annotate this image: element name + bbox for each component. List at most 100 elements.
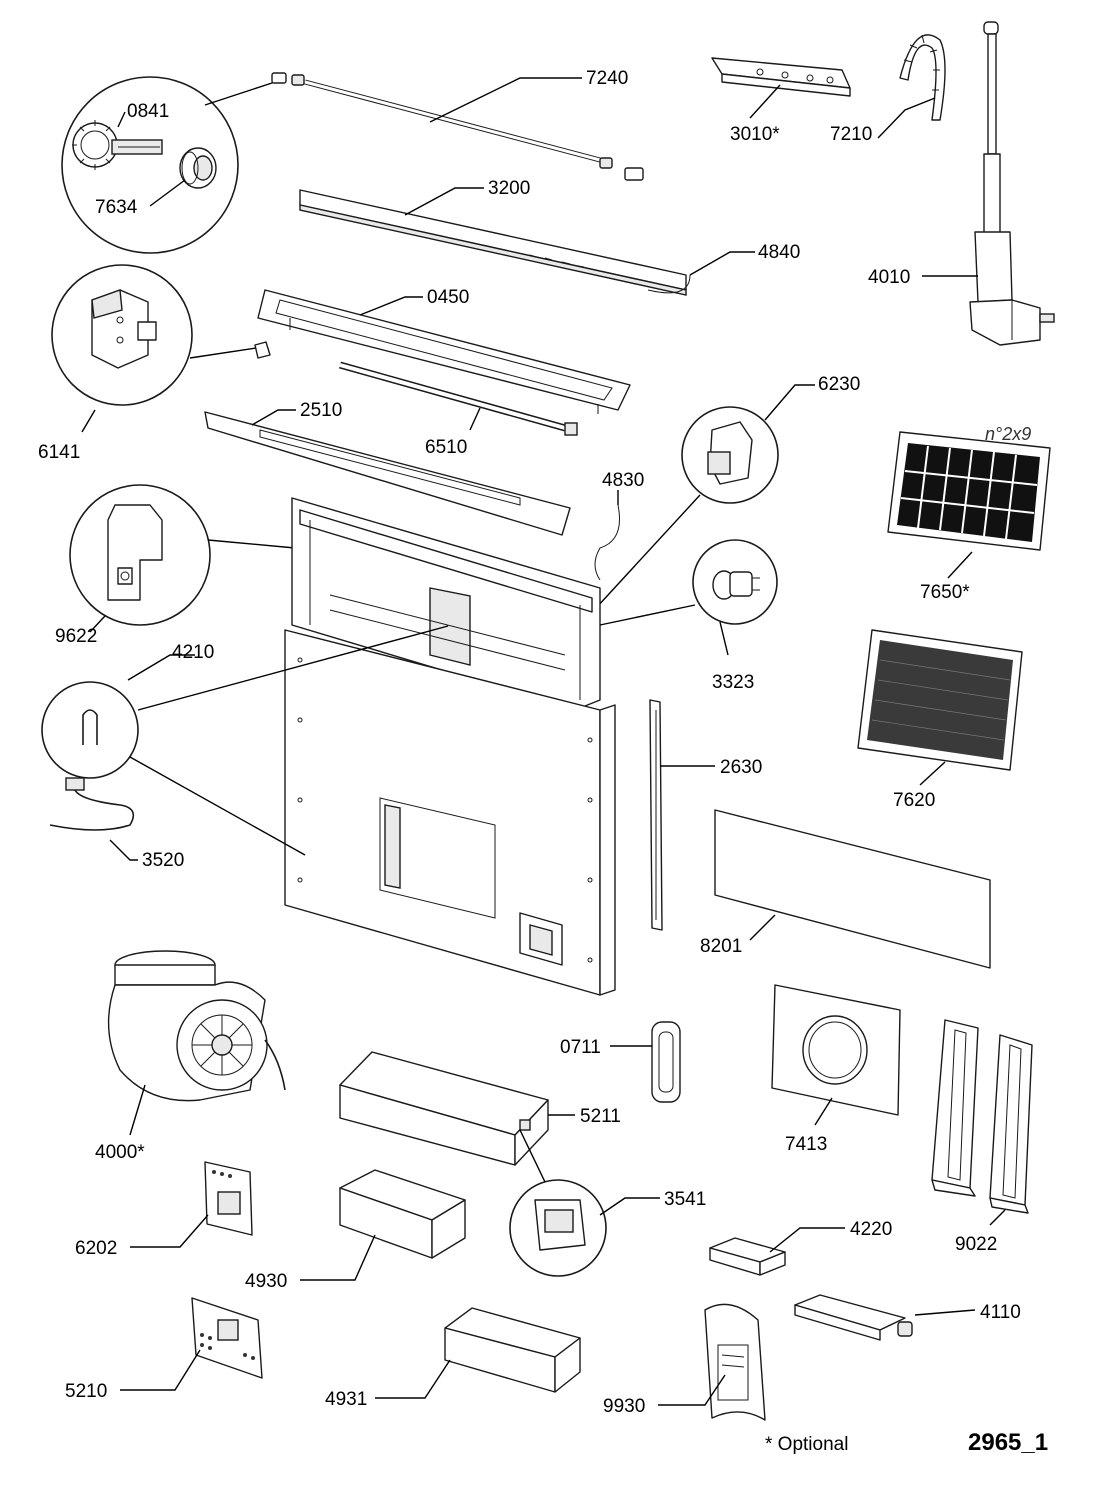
label-0450: 0450 <box>427 287 469 308</box>
label-9930: 9930 <box>603 1396 645 1417</box>
label-2510: 2510 <box>300 400 342 421</box>
leader-6510 <box>469 407 481 431</box>
label-4830: 4830 <box>602 470 644 491</box>
leader-zoom-4210-a <box>137 625 449 711</box>
label-4931: 4931 <box>325 1389 367 1410</box>
part-6141-holder <box>254 341 271 359</box>
part-4000-blower <box>107 950 286 1102</box>
leader-zoom-6141 <box>189 347 257 359</box>
label-4010: 4010 <box>868 267 910 288</box>
leader-8201 <box>749 914 776 941</box>
part-4830-cable <box>594 504 620 581</box>
leader-3520 <box>109 839 138 861</box>
leader-7634 <box>149 179 186 207</box>
part-8201-panel <box>714 809 991 969</box>
leader-7240 <box>429 77 582 123</box>
zoom-circle-4210 <box>41 681 139 779</box>
label-2630: 2630 <box>720 757 762 778</box>
part-6510-lamp-tube <box>339 361 578 436</box>
label-3200: 3200 <box>488 178 530 199</box>
part-7620-carbon-filter <box>857 629 1023 771</box>
part-7210-cable-chain <box>899 34 946 121</box>
leader-6141 <box>81 409 96 433</box>
leader-6230 <box>764 384 815 421</box>
part-0711-handle <box>651 1021 681 1103</box>
label-7620: 7620 <box>893 790 935 811</box>
label-filter-quantity: n°2x9 <box>985 424 1031 444</box>
leader-7620 <box>919 761 946 786</box>
leader-zoom-9622 <box>207 539 296 549</box>
label-6230: 6230 <box>818 374 860 395</box>
label-4840: 4840 <box>758 242 800 263</box>
leader-3200 <box>404 187 484 216</box>
label-7634: 7634 <box>95 197 138 218</box>
leader-0450 <box>359 296 423 316</box>
leader-4000 <box>129 1084 146 1136</box>
label-6141: 6141 <box>38 442 80 463</box>
label-7413: 7413 <box>785 1134 827 1155</box>
label-4110: 4110 <box>980 1302 1021 1323</box>
label-7210: 7210 <box>830 124 872 145</box>
part-7413-flange-plate <box>771 984 901 1116</box>
label-4000: 4000* <box>95 1142 145 1163</box>
leader-zoom-3323 <box>599 604 696 626</box>
label-0841: 0841 <box>127 101 169 122</box>
part-2630-rail <box>649 699 663 931</box>
part-2510-profile <box>204 411 571 536</box>
zoom-circle-3541 <box>509 1179 607 1277</box>
leader-7413 <box>814 1097 833 1126</box>
zoom-circle-3323 <box>692 539 778 625</box>
part-4010-actuator <box>969 21 1055 346</box>
leader-zoom-4210-b <box>129 756 306 856</box>
part-4930-transformer-box <box>339 1169 466 1259</box>
label-5211: 5211 <box>580 1106 621 1127</box>
label-3010: 3010* <box>730 124 780 145</box>
part-3200-glass-panel <box>299 189 687 296</box>
leader-zoom-3541 <box>519 1129 546 1183</box>
part-4220-led-driver <box>709 1237 786 1276</box>
leader-4931 <box>375 1359 451 1399</box>
part-5211-electronics-box <box>339 1051 549 1166</box>
main-hood-body <box>284 497 616 996</box>
label-7240: 7240 <box>586 68 628 89</box>
zoom-circle-9622 <box>69 484 211 626</box>
zoom-circle-6141 <box>51 264 193 406</box>
part-3520-cable <box>49 777 135 831</box>
label-5210: 5210 <box>65 1381 107 1402</box>
leader-4840 <box>689 251 755 276</box>
leader-3323 <box>719 621 729 656</box>
part-4931-power-box <box>444 1307 581 1393</box>
part-0450-frame <box>257 289 631 414</box>
label-9022: 9022 <box>955 1234 997 1255</box>
part-7650-grease-filter <box>887 431 1051 551</box>
part-4840-cable <box>647 274 691 294</box>
leader-3541 <box>599 1197 660 1216</box>
label-0711: 0711 <box>560 1037 601 1058</box>
part-6202-circuit-board <box>204 1161 253 1236</box>
leader-4930 <box>300 1234 376 1281</box>
leader-5210 <box>120 1349 201 1391</box>
leader-9930 <box>658 1374 726 1406</box>
part-9930-documentation <box>704 1303 766 1421</box>
label-4210: 4210 <box>172 642 214 663</box>
part-3010-bracket <box>711 57 851 97</box>
label-3541: 3541 <box>664 1189 706 1210</box>
leader-2510 <box>251 409 296 426</box>
part-7240-rod <box>271 72 644 181</box>
zoom-circle-0841-7634 <box>61 76 239 254</box>
label-4930: 4930 <box>245 1271 287 1292</box>
part-4110-ballast <box>794 1294 913 1341</box>
drawing-number: 2965_1 <box>968 1429 1048 1456</box>
leader-9022 <box>989 1209 1006 1226</box>
label-8201: 8201 <box>700 936 742 957</box>
label-6510: 6510 <box>425 437 467 458</box>
label-9622: 9622 <box>55 626 97 647</box>
leader-9622 <box>89 615 106 633</box>
leader-zoom-7240 <box>204 81 276 106</box>
leader-4110 <box>914 1309 976 1316</box>
leader-6202 <box>130 1214 209 1248</box>
zoom-circle-6230 <box>681 406 779 504</box>
label-7650: 7650* <box>920 582 970 603</box>
part-9022-brackets <box>931 1019 1033 1214</box>
leader-7210 <box>877 97 936 139</box>
